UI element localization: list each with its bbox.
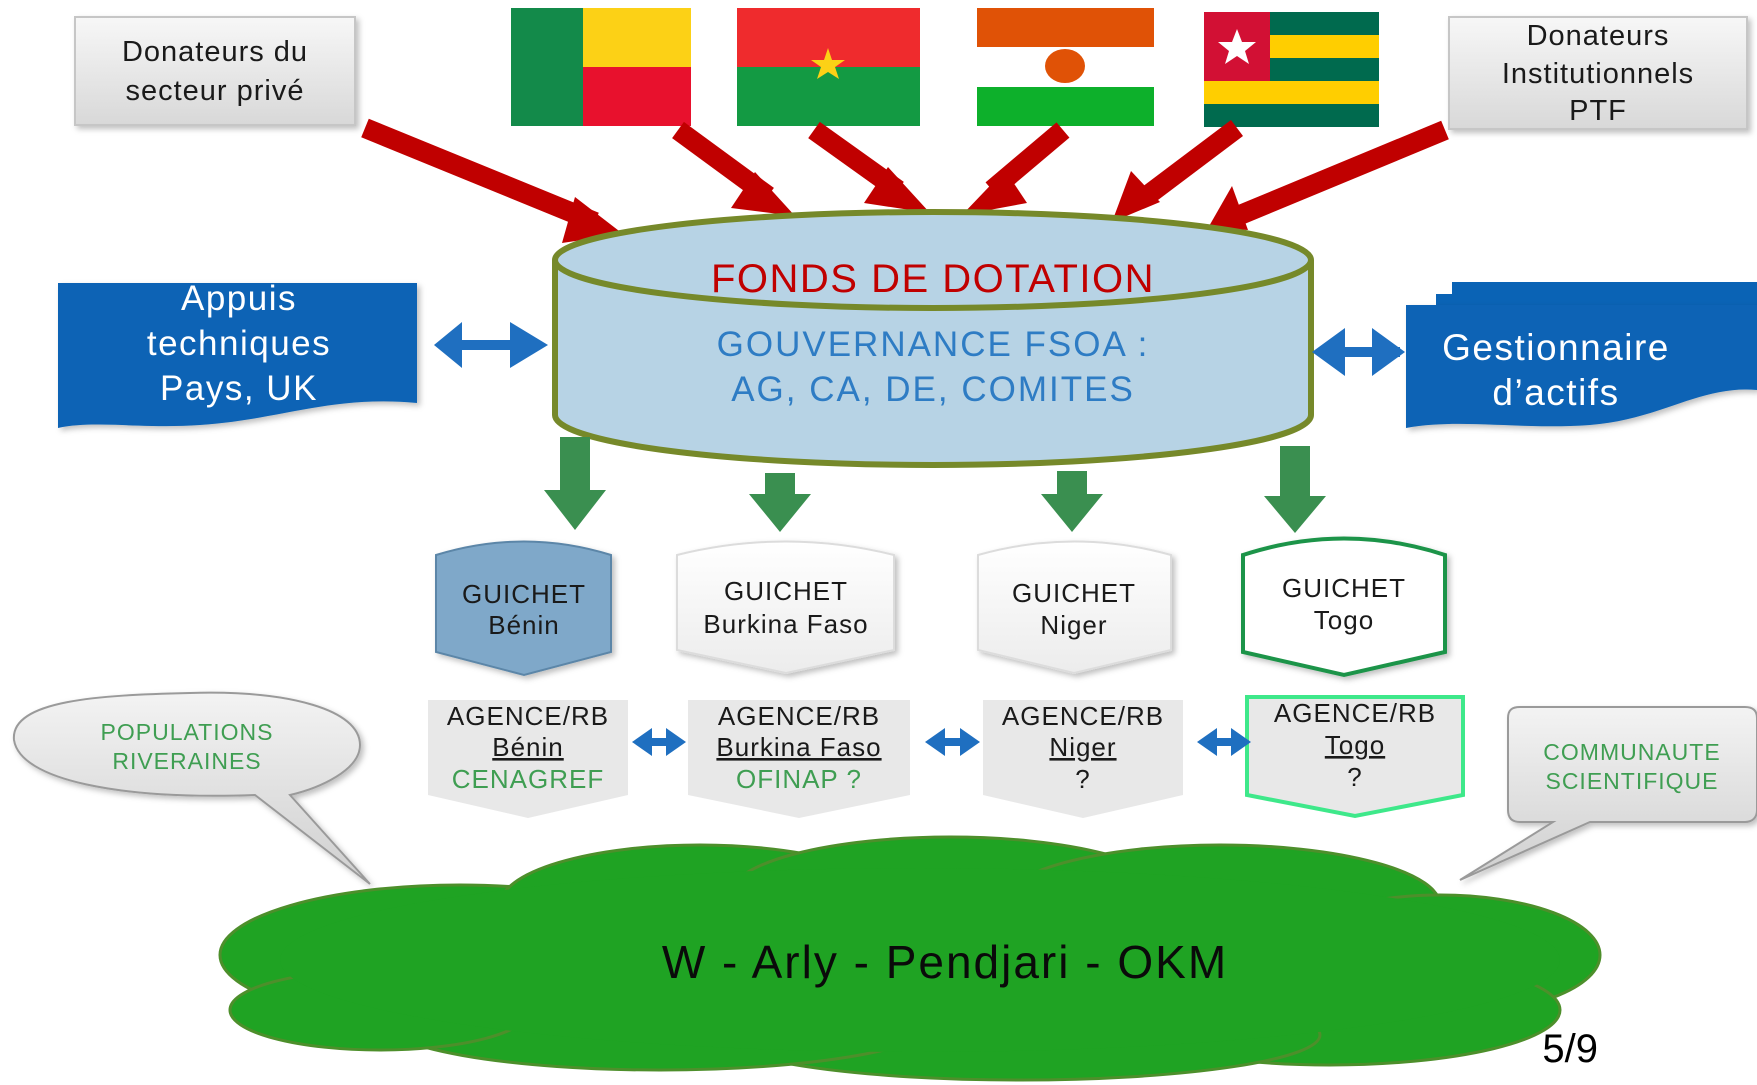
guichet-benin-line1: GUICHET — [462, 579, 586, 609]
guichet-benin: GUICHET Bénin — [435, 540, 612, 677]
arrow-institutional-to-fund — [1208, 120, 1449, 230]
arrow-fund-to-guichet-burkina — [749, 473, 811, 532]
arrow-fund-asset-manager — [1312, 328, 1405, 376]
institutional-donors-box: Donateurs Institutionnels PTF — [1448, 16, 1748, 130]
asset-manager-line2: d’actifs — [1492, 372, 1619, 413]
guichet-togo: GUICHET Togo — [1241, 536, 1447, 678]
benin-flag — [511, 8, 691, 126]
agence-benin-line3: CENAGREF — [452, 764, 604, 794]
asset-manager-box: Gestionnaire d’actifs — [1406, 282, 1757, 428]
guichet-benin-line2: Bénin — [488, 610, 560, 640]
technical-support-line2: techniques — [147, 324, 331, 363]
burkina-faso-flag — [737, 8, 920, 126]
technical-support-box: Appuis techniques Pays, UK — [58, 279, 417, 428]
agence-burkina-line3: OFINAP ? — [736, 764, 862, 794]
agence-niger-line2: Niger — [1049, 732, 1116, 762]
agence-niger-line3: ? — [1075, 764, 1090, 794]
guichet-togo-line2: Togo — [1314, 605, 1374, 635]
asset-manager-line1: Gestionnaire — [1442, 327, 1670, 368]
cloud-label: W - Arly - Pendjari - OKM — [662, 936, 1228, 988]
arrow-fund-to-guichet-togo — [1264, 446, 1326, 533]
agence-burkina-faso: AGENCE/RB Burkina Faso OFINAP ? — [688, 700, 910, 818]
agence-togo-line1: AGENCE/RB — [1274, 698, 1436, 728]
agence-togo-line3: ? — [1347, 762, 1362, 792]
agence-benin-line2: Bénin — [492, 732, 564, 762]
arrow-benin-burkina — [632, 728, 686, 756]
agence-niger-line1: AGENCE/RB — [1002, 701, 1164, 731]
private-donors-line2: secteur privé — [125, 75, 304, 107]
niger-flag — [977, 8, 1154, 126]
agence-benin-line1: AGENCE/RB — [447, 701, 609, 731]
institutional-donors-line1: Donateurs — [1527, 20, 1670, 52]
arrow-burkina-to-fund — [808, 121, 930, 213]
arrow-niger-to-fund — [962, 122, 1070, 215]
agence-togo-line2: Togo — [1325, 730, 1385, 760]
private-donors-line1: Donateurs du — [122, 36, 308, 68]
red-donor-arrows — [361, 118, 1449, 243]
technical-support-line1: Appuis — [181, 279, 297, 318]
guichet-togo-line1: GUICHET — [1282, 573, 1406, 603]
protected-area-cloud: W - Arly - Pendjari - OKM — [218, 835, 1602, 1082]
fund-governance-line2: AG, CA, DE, COMITES — [731, 370, 1135, 409]
arrow-burkina-niger — [925, 728, 980, 756]
arrow-togo-to-fund — [1112, 120, 1244, 222]
arrow-fund-to-guichet-niger — [1041, 471, 1103, 532]
fund-cylinder: FONDS DE DOTATION GOUVERNANCE FSOA : AG,… — [552, 209, 1314, 468]
agence-burkina-line2: Burkina Faso — [716, 732, 881, 762]
communaute-line1: COMMUNAUTE — [1543, 739, 1720, 765]
guichet-burkina-line1: GUICHET — [724, 576, 848, 606]
agence-benin: AGENCE/RB Bénin CENAGREF — [428, 700, 628, 818]
guichet-niger-line2: Niger — [1040, 610, 1107, 640]
private-donors-box: Donateurs du secteur privé — [74, 16, 356, 126]
guichet-niger-line1: GUICHET — [1012, 578, 1136, 608]
guichet-niger: GUICHET Niger — [977, 540, 1172, 675]
populations-line2: RIVERAINES — [112, 748, 261, 774]
guichet-burkina-line2: Burkina Faso — [703, 609, 868, 639]
agence-link-arrows — [632, 728, 1251, 756]
populations-line1: POPULATIONS — [101, 719, 274, 745]
arrow-niger-togo — [1197, 728, 1251, 756]
agence-togo: AGENCE/RB Togo ? — [1245, 695, 1465, 819]
populations-callout: POPULATIONS RIVERAINES — [12, 691, 371, 885]
fund-title: FONDS DE DOTATION — [711, 257, 1155, 301]
agence-niger: AGENCE/RB Niger ? — [983, 700, 1183, 818]
agence-burkina-line1: AGENCE/RB — [718, 701, 880, 731]
communaute-line2: SCIENTIFIQUE — [1545, 768, 1718, 794]
technical-support-line3: Pays, UK — [160, 369, 318, 408]
communaute-callout: COMMUNAUTE SCIENTIFIQUE — [1459, 706, 1757, 881]
arrow-fund-to-guichet-benin — [544, 437, 606, 530]
arrow-technical-fund — [434, 322, 548, 368]
institutional-donors-line2: Institutionnels — [1502, 58, 1694, 90]
institutional-donors-line3: PTF — [1569, 95, 1627, 127]
arrow-private-to-fund — [361, 118, 623, 243]
page-number: 5/9 — [1542, 1027, 1598, 1071]
togo-flag — [1204, 12, 1379, 127]
green-down-arrows — [544, 437, 1326, 533]
guichet-burkina-faso: GUICHET Burkina Faso — [676, 540, 895, 675]
fund-governance-line1: GOUVERNANCE FSOA : — [717, 325, 1150, 364]
arrow-benin-to-fund — [672, 121, 795, 216]
